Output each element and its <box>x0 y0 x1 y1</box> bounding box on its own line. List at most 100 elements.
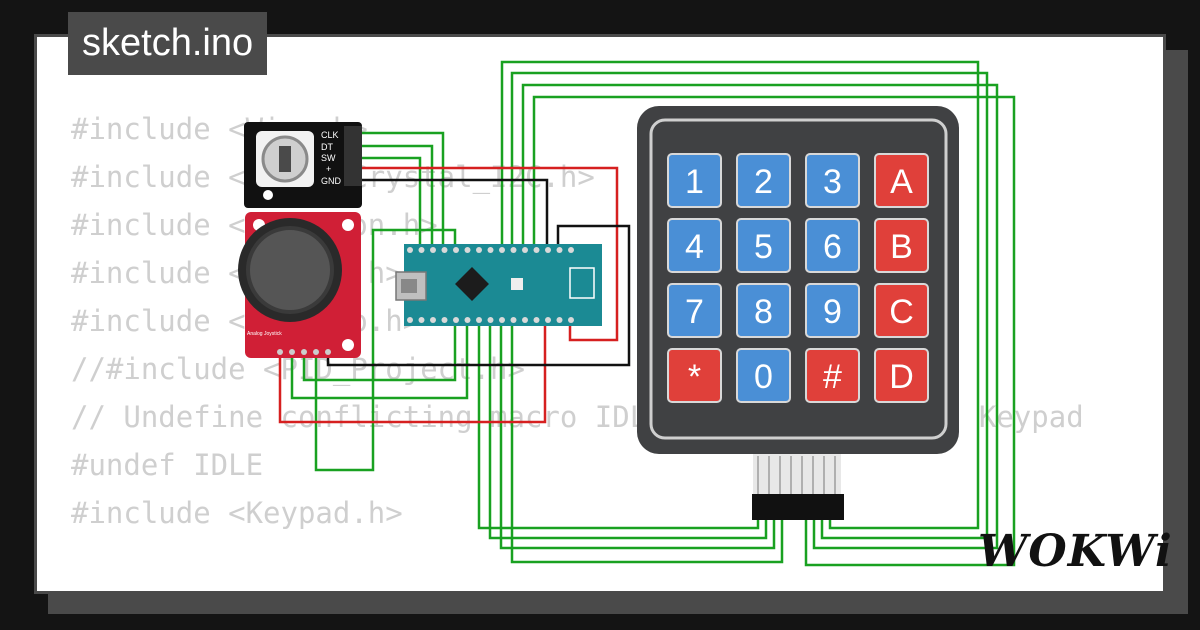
keypad-key[interactable]: # <box>805 348 860 403</box>
wire-green <box>500 60 980 530</box>
wire-green <box>499 320 776 550</box>
wire-green <box>358 156 422 245</box>
nano-pin <box>487 247 494 253</box>
nano-pin <box>545 247 551 253</box>
nano-pin <box>418 317 425 323</box>
keypad-key-label: 2 <box>754 163 773 201</box>
keypad-key-label: 8 <box>754 293 773 331</box>
keypad-key-label: 9 <box>823 293 842 331</box>
wire-green <box>488 320 768 540</box>
keypad-key-label: * <box>688 358 701 396</box>
wire-black <box>358 178 549 245</box>
keypad-key-label: 1 <box>685 163 704 201</box>
keypad-key[interactable]: * <box>667 348 722 403</box>
mcu-chip <box>455 267 489 301</box>
joystick-pin <box>301 349 307 355</box>
keypad-key-label: A <box>890 163 913 201</box>
nano-pin-row-bottom <box>407 317 574 323</box>
nano-pin <box>441 317 448 323</box>
mounting-hole <box>342 219 354 231</box>
analog-joystick[interactable]: Analog Joystick <box>238 212 361 358</box>
nano-pin <box>533 317 540 323</box>
keypad-key-face <box>805 218 860 273</box>
keypad-key[interactable]: A <box>874 153 929 208</box>
wire-green <box>290 320 469 400</box>
nano-pin <box>476 247 482 253</box>
nano-pin <box>464 247 471 253</box>
nano-pin <box>568 247 574 253</box>
nano-pin <box>510 247 517 253</box>
keypad-key-face <box>667 218 722 273</box>
keypad-key-label: B <box>890 228 913 266</box>
keypad-key[interactable]: 4 <box>667 218 722 273</box>
keypad-inner-border <box>649 118 948 440</box>
nano-pin <box>556 247 563 253</box>
arduino-nano[interactable] <box>395 244 602 326</box>
nano-pin <box>522 247 528 253</box>
wire-black <box>326 224 631 367</box>
keypad-key-label: 4 <box>685 228 704 266</box>
keypad-key-label: D <box>889 358 914 396</box>
wires <box>278 60 1016 567</box>
keypad-key[interactable]: 2 <box>736 153 791 208</box>
keypad-key-face <box>874 283 929 338</box>
wokwi-logo: WOKWi <box>978 526 1173 577</box>
encoder-pin-label: + <box>326 164 331 174</box>
keypad-key[interactable]: 9 <box>805 283 860 338</box>
keypad-key-face <box>805 348 860 403</box>
keypad-key[interactable]: 7 <box>667 283 722 338</box>
file-tab[interactable]: sketch.ino <box>68 12 268 75</box>
nano-pin <box>499 317 505 323</box>
nano-pin <box>453 317 459 323</box>
code-line: #include <Keypad.h> <box>71 496 403 530</box>
keypad-key[interactable]: 0 <box>736 348 791 403</box>
nano-pin <box>476 317 482 323</box>
keypad-key-face <box>667 348 722 403</box>
keypad-key-label: 7 <box>685 293 704 331</box>
keypad-key[interactable]: 8 <box>736 283 791 338</box>
joystick-knob[interactable] <box>246 226 334 314</box>
nano-pin <box>430 317 436 323</box>
mounting-hole <box>263 190 273 200</box>
encoder-pin-label: DT <box>321 142 333 152</box>
wire-green <box>358 144 434 245</box>
wire-green <box>477 320 760 530</box>
joystick-pin <box>325 349 331 355</box>
keypad-key-face <box>736 348 791 403</box>
wire-red <box>358 166 619 342</box>
nano-pin-row-top <box>407 247 574 253</box>
nano-pin <box>556 317 563 323</box>
keypad-key[interactable]: 1 <box>667 153 722 208</box>
keypad-key-label: C <box>889 293 914 331</box>
wire-red <box>278 320 547 424</box>
keypad-key-label: 0 <box>754 358 773 396</box>
keypad-key[interactable]: C <box>874 283 929 338</box>
encoder-knob-flat <box>279 146 291 172</box>
nano-pin <box>453 247 459 253</box>
keypad-key-label: 3 <box>823 163 842 201</box>
rotary-encoder[interactable]: CLK DT SW + GND <box>244 122 362 208</box>
nano-pin <box>568 317 574 323</box>
keypad-connector <box>752 494 844 520</box>
nano-pin <box>441 247 448 253</box>
reset-button[interactable] <box>511 278 523 290</box>
keypad-key[interactable]: B <box>874 218 929 273</box>
wire-green <box>314 228 457 472</box>
keypad-key[interactable]: D <box>874 348 929 403</box>
joystick-label: Analog Joystick <box>247 331 282 337</box>
joystick-pin <box>277 349 283 355</box>
nano-board <box>404 244 602 326</box>
wire-green <box>510 320 784 564</box>
keypad-key-face <box>874 153 929 208</box>
ribbon-traces <box>757 456 836 496</box>
encoder-pin-label: CLK <box>321 130 339 140</box>
keypad-key[interactable]: 6 <box>805 218 860 273</box>
nano-pin <box>464 317 471 323</box>
keypad-key[interactable]: 3 <box>805 153 860 208</box>
keypad-key[interactable]: 5 <box>736 218 791 273</box>
nano-pin <box>407 317 413 323</box>
nano-pin <box>545 317 551 323</box>
